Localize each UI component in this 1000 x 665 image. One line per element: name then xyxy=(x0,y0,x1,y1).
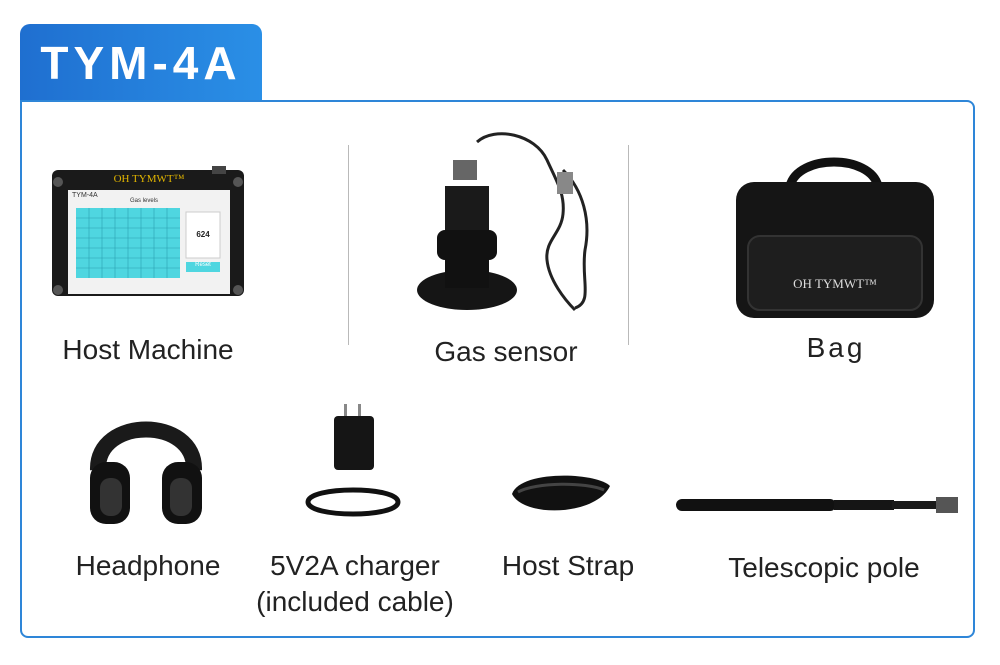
host-reading: 624 xyxy=(196,230,210,239)
host-brand: OH TYMWT™ xyxy=(113,173,185,185)
headphone-image xyxy=(86,396,206,532)
strap-image xyxy=(506,468,614,520)
charger-image xyxy=(298,402,408,526)
model-title: TYM-4A xyxy=(40,37,242,89)
bag-image xyxy=(728,152,942,324)
bag-brand: OH TYMWT™ xyxy=(793,276,877,291)
divider xyxy=(628,145,629,345)
host-machine-image xyxy=(46,164,250,302)
divider xyxy=(348,145,349,345)
telescopic-pole-image xyxy=(674,488,966,522)
host-chart-title: Gas levels xyxy=(130,198,159,204)
strap-label: Host Strap xyxy=(501,550,635,581)
gas-sensor-label: Gas sensor xyxy=(434,336,578,367)
host-machine-label: Host Machine xyxy=(62,334,234,365)
host-reset-button: Reset xyxy=(195,262,211,268)
model-tab: TYM-4A xyxy=(20,24,262,102)
bag-label: Bag xyxy=(806,332,866,363)
charger-label-note: (included cable) xyxy=(256,586,454,617)
host-screen-model: TYM-4A xyxy=(72,192,98,199)
headphone-label: Headphone xyxy=(75,550,221,581)
telescopic-pole-label: Telescopic pole xyxy=(728,552,920,583)
charger-label: 5V2A charger xyxy=(270,550,440,581)
gas-sensor-image xyxy=(415,130,605,315)
contents-frame xyxy=(20,100,975,638)
